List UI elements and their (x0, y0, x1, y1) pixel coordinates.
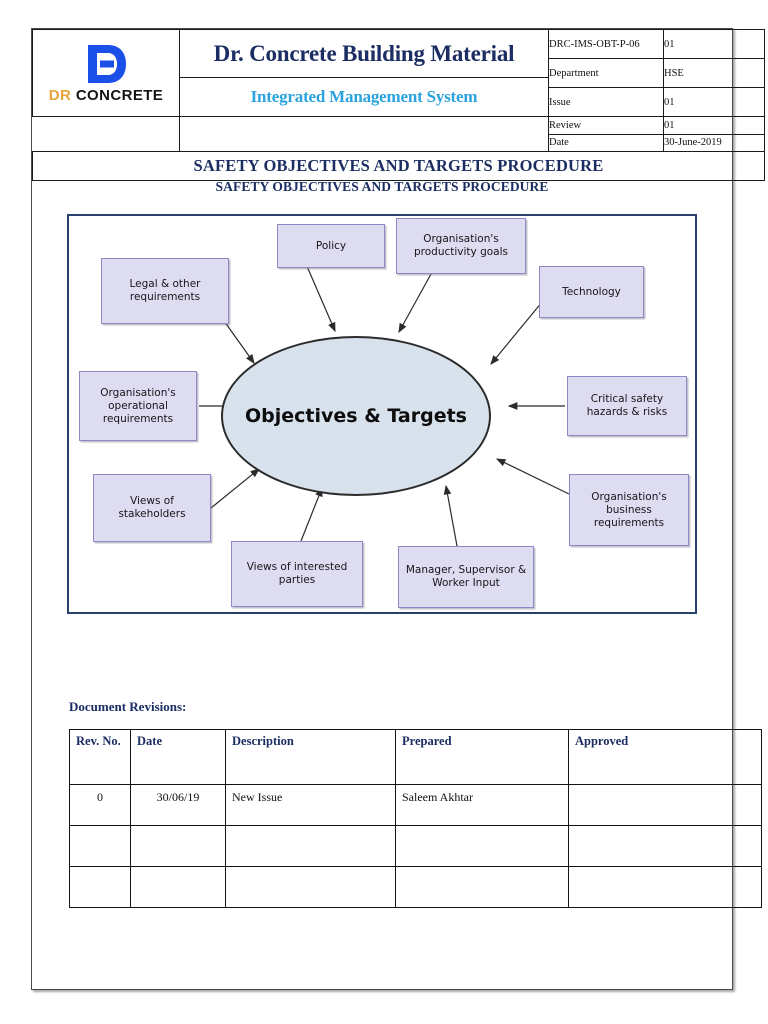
diagram-node-views-of-interested-parties: Views of interested parties (231, 541, 363, 607)
diagram-node-productivity-goals-label: Organisation's productivity goals (413, 233, 508, 258)
company-logo-cell: DR CONCRETE (32, 29, 180, 117)
revisions-cell-prepared (395, 866, 569, 908)
header-row-2: Department HSE (33, 58, 765, 88)
revisions-cell-approved (568, 866, 762, 908)
diagram-node-legal-requirements-label: Legal & other requirements (129, 278, 201, 303)
revisions-col-description: Description (225, 729, 396, 785)
spacer-logo-2 (32, 116, 180, 134)
logo-word-dr: DR (48, 86, 72, 104)
meta-key-doc-code: DRC-IMS-OBT-P-06 (548, 29, 664, 59)
diagram-node-productivity-goals: Organisation's productivity goals (396, 218, 526, 274)
revisions-cell-approved (568, 825, 762, 867)
document-title-row: SAFETY OBJECTIVES AND TARGETS PROCEDURE (32, 151, 765, 181)
document-header-table: DR CONCRETE Dr. Concrete Building Materi… (32, 29, 765, 181)
diagram-node-technology-label: Technology (562, 285, 621, 298)
diagram-node-views-of-interested-parties-label: Views of interested parties (246, 561, 348, 586)
header-row-3: Issue 01 (33, 87, 765, 117)
revisions-cell-description (225, 825, 396, 867)
diagram-arrows (199, 263, 570, 547)
revisions-cell-date (130, 825, 226, 867)
spacer-logo-3 (32, 134, 180, 152)
diagram-node-technology: Technology (539, 266, 644, 318)
diagram-node-views-of-stakeholders-label: Views of stakeholders (118, 495, 186, 520)
revisions-col-date: Date (130, 729, 226, 785)
meta-key-review: Review (548, 116, 664, 135)
management-system-name: Integrated Management System (250, 86, 478, 106)
document-revisions-label: Document Revisions: (69, 699, 187, 714)
meta-value-issue: 01 (663, 87, 765, 117)
document-title: SAFETY OBJECTIVES AND TARGETS PROCEDURE (32, 151, 765, 181)
revisions-cell-rev: 0 (69, 784, 131, 826)
document-revisions-table: Rev. No. Date Description Prepared Appro… (69, 729, 762, 908)
revisions-col-rev-no: Rev. No. (69, 729, 131, 785)
diagram-node-operational-requirements: Organisation's operational requirements (79, 371, 197, 441)
header-row-1: DR CONCRETE Dr. Concrete Building Materi… (32, 29, 765, 117)
meta-key-date: Date (548, 133, 664, 152)
revisions-cell-rev (69, 825, 131, 867)
meta-key-department: Department (548, 58, 664, 88)
diagram-node-manager-supervisor-worker-input: Manager, Supervisor & Worker Input (398, 546, 534, 608)
section-title: SAFETY OBJECTIVES AND TARGETS PROCEDURE (215, 179, 549, 194)
diagram-node-business-requirements: Organisation's business requirements (569, 474, 689, 546)
diagram-node-policy-label: Policy (315, 239, 347, 252)
meta-value-date: 30-June-2019 (663, 133, 765, 152)
spacer-name-2 (179, 116, 549, 134)
revisions-cell-description (225, 866, 396, 908)
meta-value-doc-code: 01 (663, 29, 765, 59)
revisions-col-prepared: Prepared (395, 729, 569, 785)
header-row-4: Review 01 (32, 116, 765, 135)
diagram-center-oval: Objectives & Targets (221, 336, 491, 496)
diagram-node-critical-safety-hazards-label: Critical safety hazards & risks (586, 393, 668, 418)
diagram-node-policy: Policy (277, 224, 385, 268)
diagram-node-operational-requirements-label: Organisation's operational requirements (100, 386, 176, 425)
meta-value-department: HSE (663, 58, 765, 88)
header-row-5: Date 30-June-2019 (32, 133, 765, 152)
revisions-header-row: Rev. No. Date Description Prepared Appro… (69, 729, 762, 785)
revisions-col-approved: Approved (568, 729, 762, 785)
diagram-node-manager-supervisor-worker-input-label: Manager, Supervisor & Worker Input (405, 564, 527, 589)
table-row (69, 825, 762, 867)
company-name-cell: Dr. Concrete Building Material Integrate… (179, 29, 549, 117)
diagram-node-critical-safety-hazards: Critical safety hazards & risks (567, 376, 687, 436)
diagram-node-business-requirements-label: Organisation's business requirements (591, 490, 667, 529)
meta-value-review: 01 (663, 116, 765, 135)
meta-key-issue: Issue (548, 87, 664, 117)
logo-wordmark: DR CONCRETE (49, 87, 163, 104)
revisions-cell-prepared: Saleem Akhtar (395, 784, 569, 826)
document-page: DR CONCRETE Dr. Concrete Building Materi… (31, 28, 765, 990)
revisions-cell-prepared (395, 825, 569, 867)
table-row: 0 30/06/19 New Issue Saleem Akhtar (69, 784, 762, 826)
objectives-targets-diagram: Objectives & Targets Policy Organisation… (67, 214, 697, 614)
diagram-node-views-of-stakeholders: Views of stakeholders (93, 474, 211, 542)
logo-word-concrete: CONCRETE (75, 86, 164, 104)
diagram-center-label: Objectives & Targets (245, 405, 467, 427)
spacer-name-3 (179, 134, 549, 152)
revisions-cell-date: 30/06/19 (130, 784, 226, 826)
dr-concrete-d-logo-icon (84, 43, 128, 85)
table-row (69, 866, 762, 908)
revisions-cell-description: New Issue (225, 784, 396, 826)
revisions-cell-rev (69, 866, 131, 908)
revisions-cell-approved (568, 784, 762, 826)
revisions-cell-date (130, 866, 226, 908)
diagram-node-legal-requirements: Legal & other requirements (101, 258, 229, 324)
company-name: Dr. Concrete Building Material (180, 30, 548, 78)
